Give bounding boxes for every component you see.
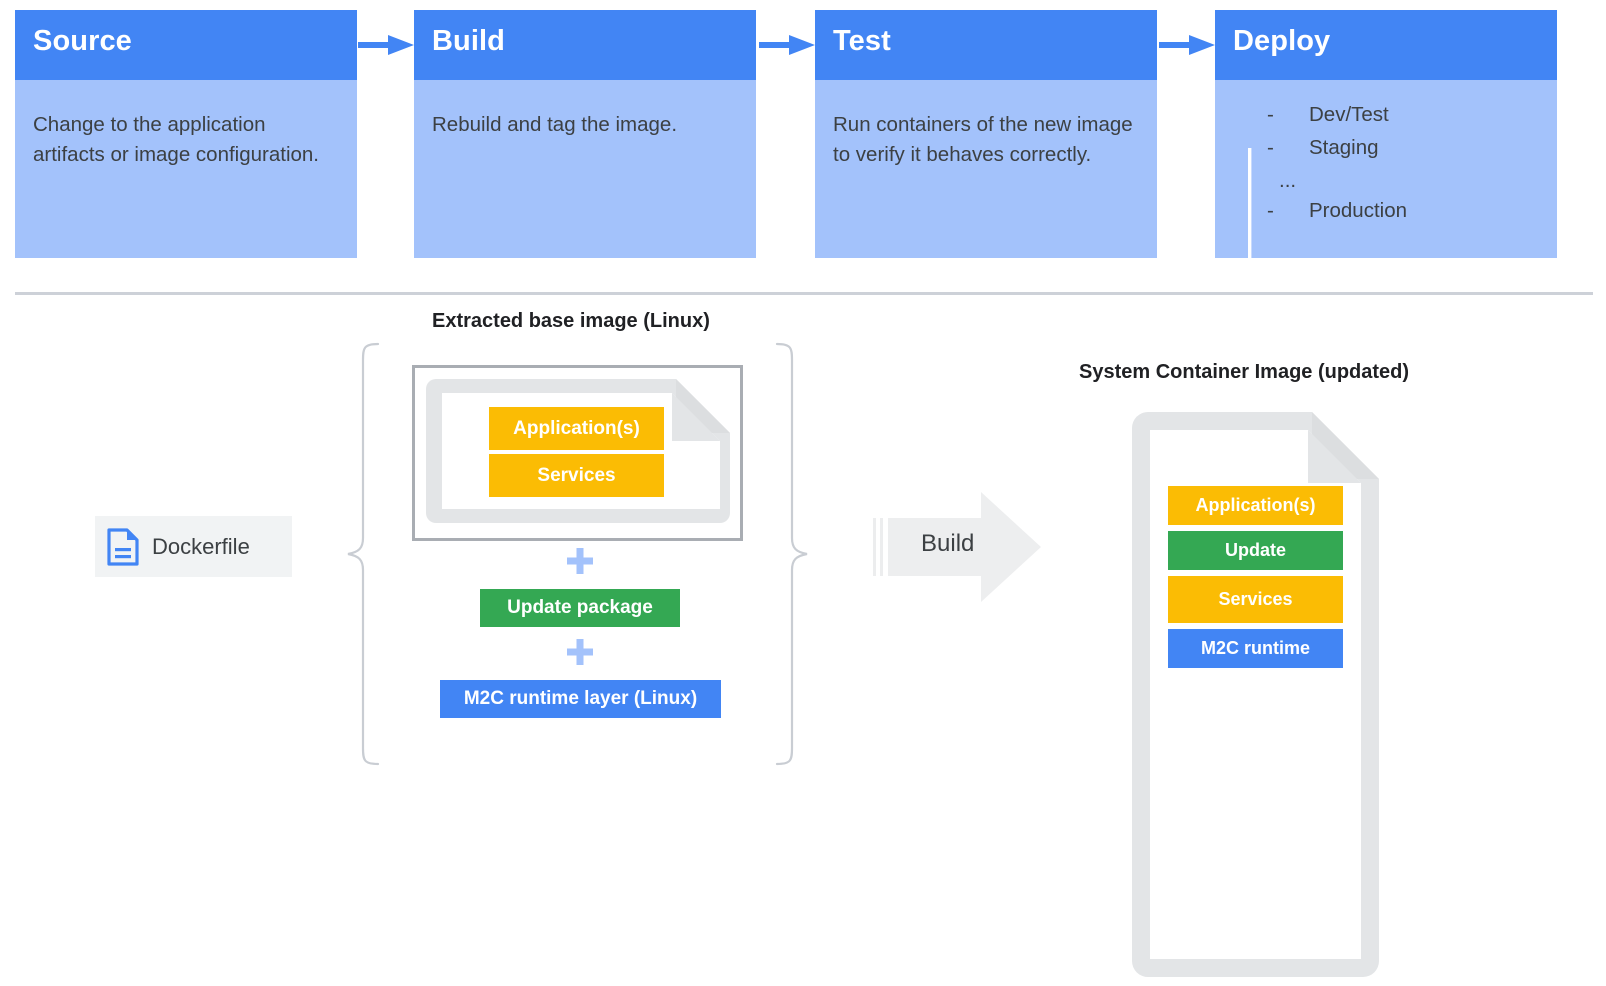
stage-header-build: Build bbox=[414, 10, 756, 80]
plus-icon bbox=[566, 638, 594, 666]
list-item-label: Production bbox=[1309, 199, 1408, 222]
layer-label: M2C runtime bbox=[1200, 638, 1310, 658]
stage-header-source: Source bbox=[15, 10, 357, 80]
document-icon bbox=[107, 527, 139, 566]
arrow-down-icon bbox=[1238, 148, 1262, 314]
sys-layer-m2c-runtime: M2C runtime bbox=[1168, 629, 1343, 668]
dockerfile-chip[interactable]: Dockerfile bbox=[95, 516, 292, 577]
stage-text-build: Rebuild and tag the image. bbox=[432, 113, 678, 136]
base-image-caption: Extracted base image (Linux) bbox=[432, 310, 710, 332]
stage-text-test: Run containers of the new image to verif… bbox=[833, 113, 1133, 166]
plus-icon bbox=[566, 547, 594, 575]
section-divider bbox=[15, 292, 1593, 295]
arrow-right-icon bbox=[1159, 33, 1217, 57]
layer-label: Services bbox=[537, 464, 616, 486]
stage-card-deploy[interactable]: Deploy - Dev/Test - Staging ... bbox=[1215, 10, 1557, 312]
list-item-dash: - bbox=[1267, 136, 1274, 159]
list-item: - Production bbox=[1267, 199, 1517, 232]
stage-body-deploy: - Dev/Test - Staging ... - Production bbox=[1215, 80, 1557, 312]
stage-body-build: Rebuild and tag the image. bbox=[414, 80, 756, 258]
stage-title-source: Source bbox=[33, 25, 132, 57]
build-flow-section: Extracted base image (Linux) System Cont… bbox=[0, 293, 1606, 977]
sys-layer-services: Services bbox=[1168, 576, 1343, 623]
list-item-dash: ... bbox=[1279, 169, 1297, 192]
list-item: - Staging bbox=[1267, 136, 1517, 169]
build-arrow[interactable]: Build bbox=[873, 492, 1041, 602]
build-arrow-label: Build bbox=[921, 530, 975, 557]
stage-title-build: Build bbox=[432, 25, 505, 57]
layer-label: Application(s) bbox=[513, 417, 640, 439]
layer-box-update-package: Update package bbox=[480, 589, 680, 627]
layer-box-m2c-runtime: M2C runtime layer (Linux) bbox=[440, 680, 721, 718]
stage-body-source: Change to the application artifacts or i… bbox=[15, 80, 357, 258]
sys-layer-update: Update bbox=[1168, 531, 1343, 570]
list-item-dash: - bbox=[1267, 199, 1274, 222]
list-item: - Dev/Test bbox=[1267, 103, 1517, 136]
stage-title-deploy: Deploy bbox=[1233, 25, 1331, 57]
right-curly-brace bbox=[775, 342, 809, 766]
stage-text-source: Change to the application artifacts or i… bbox=[33, 113, 319, 166]
stage-body-test: Run containers of the new image to verif… bbox=[815, 80, 1157, 258]
layer-label: Update package bbox=[507, 597, 653, 618]
list-item-dash: - bbox=[1267, 103, 1274, 126]
sys-layer-application: Application(s) bbox=[1168, 486, 1343, 525]
stage-header-deploy: Deploy bbox=[1215, 10, 1557, 80]
arrow-right-icon bbox=[358, 33, 416, 57]
stage-card-test[interactable]: Test Run containers of the new image to … bbox=[815, 10, 1157, 258]
dockerfile-label: Dockerfile bbox=[152, 533, 250, 559]
layer-label: M2C runtime layer (Linux) bbox=[463, 688, 698, 709]
extracted-base-image: Application(s) Services bbox=[412, 365, 743, 541]
list-item-label: Staging bbox=[1309, 136, 1379, 159]
layer-label: Update bbox=[1224, 540, 1286, 560]
left-curly-brace bbox=[346, 342, 380, 766]
list-item-label: Dev/Test bbox=[1309, 103, 1389, 126]
system-container-image: Application(s) Update Services M2C runti… bbox=[1128, 408, 1383, 981]
deploy-environment-list: - Dev/Test - Staging ... - Production bbox=[1267, 103, 1517, 232]
stage-card-build[interactable]: Build Rebuild and tag the image. bbox=[414, 10, 756, 258]
stage-card-source[interactable]: Source Change to the application artifac… bbox=[15, 10, 357, 258]
layer-label: Application(s) bbox=[1195, 495, 1316, 515]
layer-box-application: Application(s) bbox=[489, 407, 664, 450]
layer-label: Services bbox=[1218, 589, 1293, 609]
list-item-ellipsis: ... bbox=[1267, 169, 1517, 199]
stage-title-test: Test bbox=[833, 25, 891, 57]
stage-header-test: Test bbox=[815, 10, 1157, 80]
pipeline-section: Source Change to the application artifac… bbox=[0, 0, 1606, 312]
arrow-right-icon bbox=[759, 33, 817, 57]
layer-box-services: Services bbox=[489, 454, 664, 497]
system-image-caption: System Container Image (updated) bbox=[1079, 361, 1410, 383]
